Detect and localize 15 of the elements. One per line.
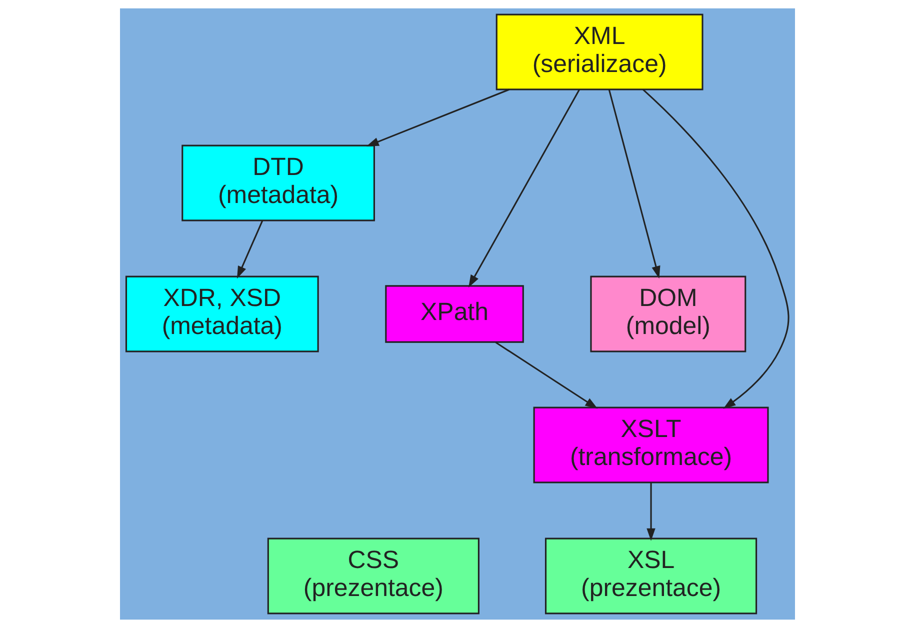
arrow [608, 89, 660, 279]
node-box: XSL (prezentace) [544, 538, 758, 614]
node-box: XML (serializace) [496, 14, 704, 90]
arrow [366, 88, 510, 146]
arrow [642, 89, 790, 409]
node-box: DOM (model) [590, 276, 746, 352]
arrow [468, 89, 580, 288]
node-box: DTD (metadata) [182, 144, 375, 222]
arrow [495, 342, 598, 409]
node-box: XPath [385, 285, 524, 343]
arrow [236, 220, 264, 279]
arrow [646, 482, 656, 541]
node-box: CSS (prezentace) [267, 538, 480, 614]
node-box: XSLT (transformace) [533, 406, 769, 484]
node-box: XDR, XSD (metadata) [125, 276, 319, 352]
